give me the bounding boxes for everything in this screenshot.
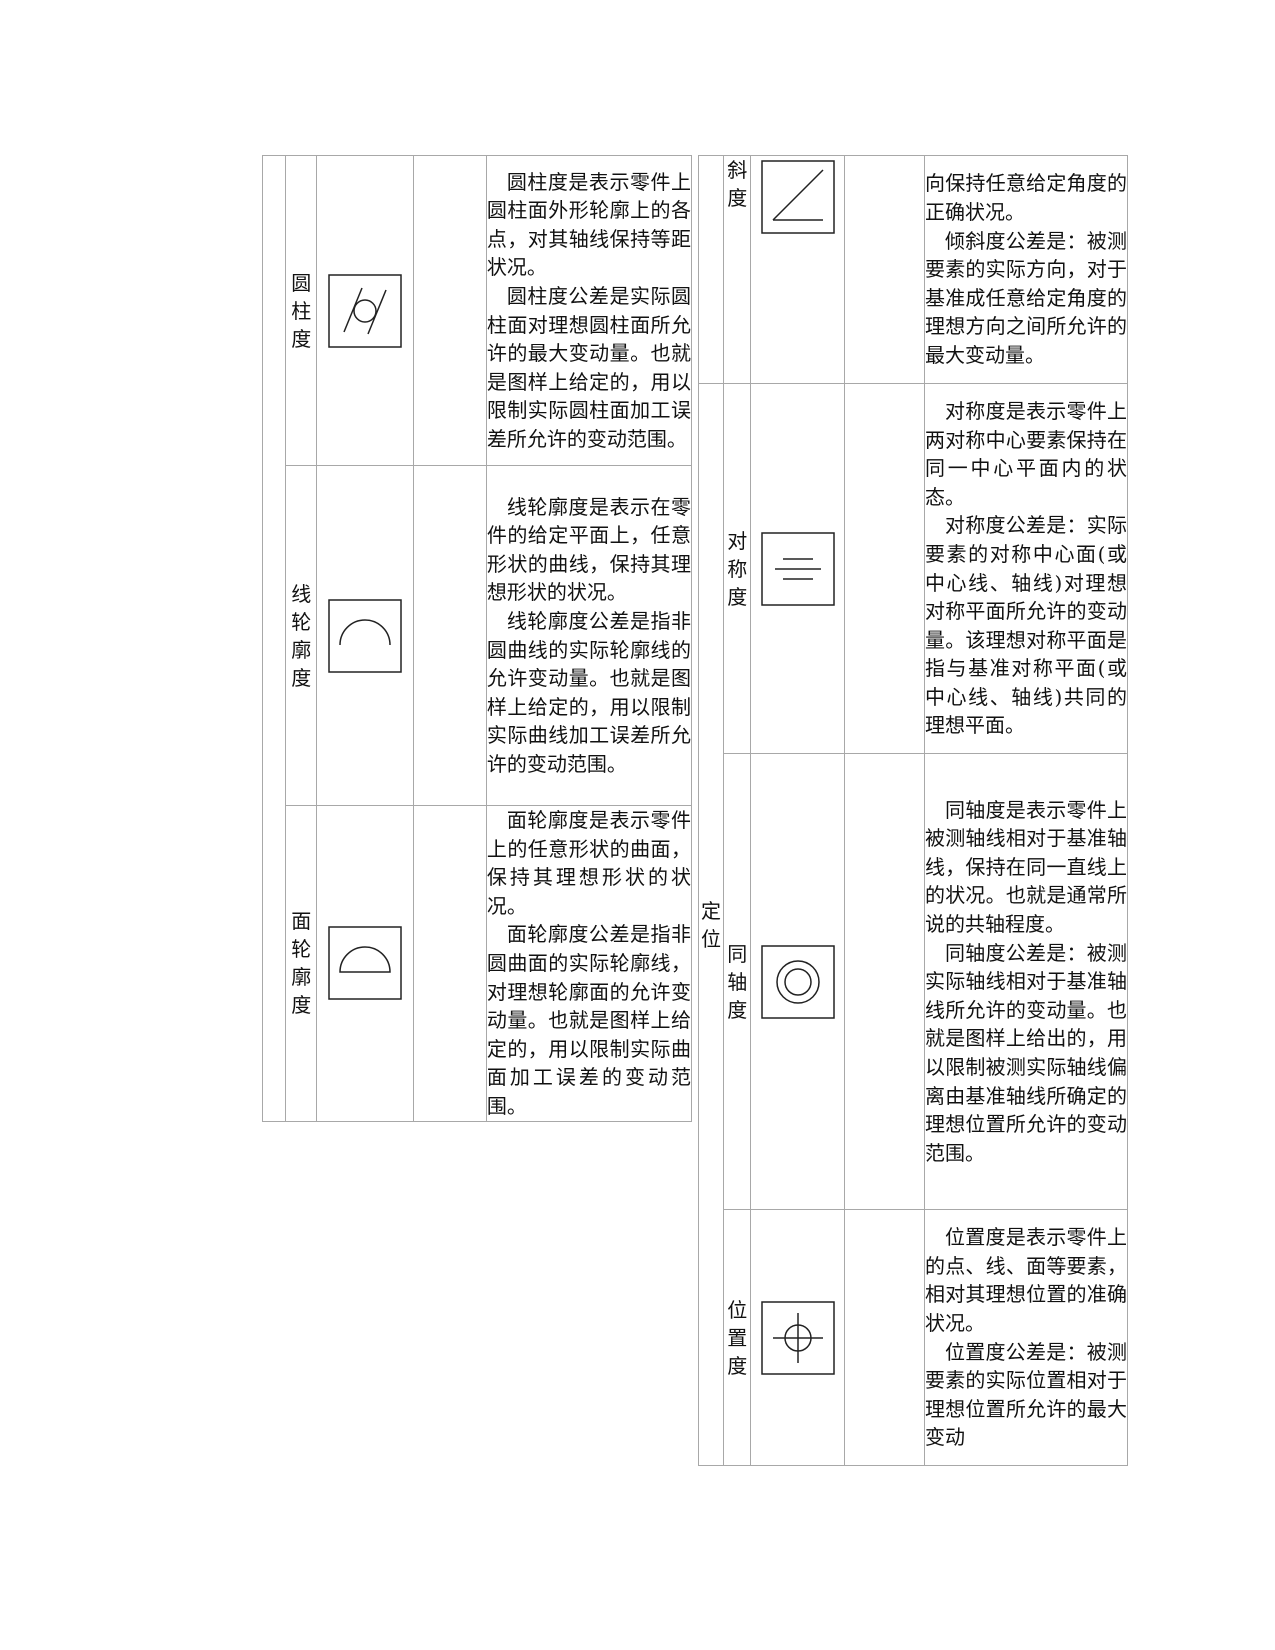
feature-description: 对称度是表示零件上两对称中心要素保持在同一中心平面内的状态。 对称度公差是：实际… [923,383,1129,754]
table-row: 面轮廓度 面轮廓度是表示零件上的任意形状的曲面，保持其理想形状的状况。 面轮廓度… [263,805,693,1122]
angularity-icon [761,160,835,234]
table-row: 圆柱度 圆柱度是表示零件上圆柱面外形轮廓上的各点，对其轴线保持等距状况。 圆柱度… [261,155,693,1122]
feature-name: 线轮廓度 [285,465,318,806]
feature-name: 面轮廓度 [285,805,318,1122]
feature-name: 对称度 [723,383,752,754]
cylindricity-icon [328,273,402,348]
table-row: 位置度 位置度是表示零件上的点、线、面等要素，相对其理想位置的准确状况。 位置度… [699,1209,1129,1466]
symbol-cell [750,1209,846,1466]
concentricity-icon [761,944,835,1019]
feature-name: 圆柱度 [285,155,318,466]
symbol-cell [750,753,846,1210]
symbol-cell [750,155,846,384]
table-row: 斜度 向保持任意给定角度的正确状况。 倾斜度公差是：被测要素的实际方向，对于基准… [697,155,1129,384]
table-row: 线轮廓度 线轮廓度是表示在零件的给定平面上，任意形状的曲线，保持其理想形状的状况… [263,465,693,806]
symbol-cell [316,155,414,466]
surface-profile-icon [328,926,402,1001]
feature-description: 圆柱度是表示零件上圆柱面外形轮廓上的各点，对其轴线保持等距状况。 圆柱度公差是实… [485,155,693,466]
feature-description: 面轮廓度是表示零件上的任意形状的曲面，保持其理想形状的状况。 面轮廓度公差是指非… [485,805,693,1122]
right-tolerance-table: 斜度 向保持任意给定角度的正确状况。 倾斜度公差是：被测要素的实际方向，对于基准… [697,155,1129,1466]
feature-description: 线轮廓度是表示在零件的给定平面上，任意形状的曲线，保持其理想形状的状况。 线轮廓… [485,465,693,806]
feature-name: 同轴度 [723,753,752,1210]
symbol-cell [750,383,846,754]
left-tolerance-table: 圆柱度 圆柱度是表示零件上圆柱面外形轮廓上的各点，对其轴线保持等距状况。 圆柱度… [261,155,693,1122]
table-row: 定位 对称度 对称度是表示零件上两对称中心要素保持在同一中心平面内的状态。 对称… [697,383,1129,1466]
left-group-cell [261,155,287,1122]
feature-description: 同轴度是表示零件上被测轴线相对于基准轴线，保持在同一直线上的状况。也就是通常所说… [923,753,1129,1210]
symbol-cell [316,465,414,806]
feature-name: 斜度 [723,155,752,384]
position-icon [761,1300,835,1375]
feature-description: 向保持任意给定角度的正确状况。 倾斜度公差是：被测要素的实际方向，对于基准成任意… [923,155,1129,384]
table-row: 同轴度 同轴度是表示零件上被测轴线相对于基准轴线，保持在同一直线上的状况。也就是… [699,753,1129,1210]
group-label-positioning: 定位 [697,383,725,1466]
feature-description: 位置度是表示零件上的点、线、面等要素，相对其理想位置的准确状况。 位置度公差是：… [923,1209,1129,1466]
feature-name: 位置度 [723,1209,752,1466]
line-profile-icon [328,598,402,673]
symbol-cell [316,805,414,1122]
symmetry-icon [761,531,835,606]
